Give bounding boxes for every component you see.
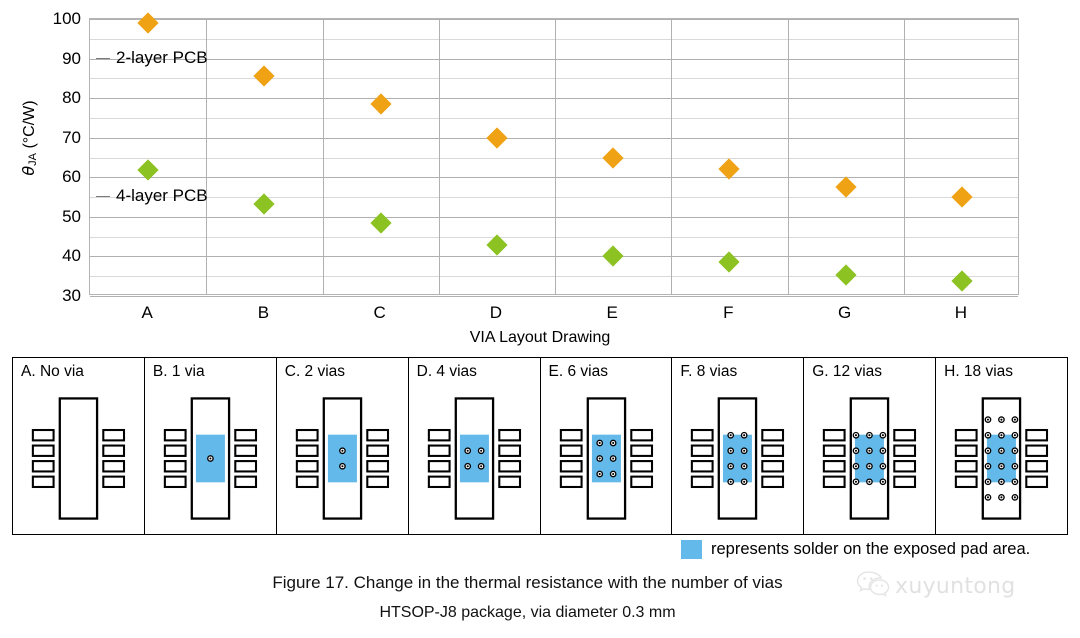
package-drawing bbox=[409, 386, 540, 531]
package-drawing bbox=[13, 386, 144, 531]
gridline-horizontal bbox=[90, 58, 1018, 60]
panel-title: G. 12 vias bbox=[812, 363, 883, 380]
x-axis-tick-label: B bbox=[257, 303, 270, 322]
gridline-horizontal bbox=[90, 296, 1018, 297]
y-axis-tick-label: 70 bbox=[62, 127, 81, 147]
solder-swatch-icon bbox=[681, 540, 702, 559]
via-layout-panel-strip: A. No via B. 1 via C. 2 vias D. 4 vias E. 6 … bbox=[12, 357, 1068, 535]
x-axis-tick-label: H bbox=[954, 303, 968, 322]
gridline-vertical bbox=[206, 19, 208, 294]
series-annotation-label: 2-layer PCB bbox=[116, 47, 208, 67]
x-axis-tick-label: C bbox=[373, 303, 386, 322]
gridline-horizontal bbox=[90, 38, 1018, 40]
package-drawing bbox=[145, 386, 276, 531]
x-axis-tick-label: F bbox=[723, 303, 734, 322]
x-axis-title: VIA Layout Drawing bbox=[469, 329, 611, 346]
panel-title: D. 4 vias bbox=[416, 363, 477, 380]
solder-legend-text: represents solder on the exposed pad are… bbox=[711, 540, 1031, 558]
gridline-horizontal bbox=[90, 197, 1018, 199]
gridline-horizontal bbox=[90, 157, 1018, 159]
gridline-vertical bbox=[903, 19, 905, 294]
figure-caption-line2: HTSOP-J8 package, via diameter 0.3 mm bbox=[379, 604, 676, 621]
solder-legend: represents solder on the exposed pad are… bbox=[681, 540, 1030, 559]
panel-title: A. No via bbox=[21, 363, 84, 380]
via-layout-panel-h: H. 18 vias bbox=[936, 358, 1067, 534]
x-axis-tick-label: A bbox=[141, 303, 153, 322]
package-drawing bbox=[804, 386, 935, 531]
panel-title: E. 6 vias bbox=[548, 363, 608, 380]
via-layout-panel-g: G. 12 vias bbox=[804, 358, 937, 534]
y-axis-tick-label: 90 bbox=[62, 48, 81, 68]
panel-title: B. 1 via bbox=[152, 363, 205, 380]
package-drawing bbox=[936, 386, 1067, 531]
figure-caption-line1: Figure 17. Change in the thermal resista… bbox=[272, 573, 783, 592]
package-drawing bbox=[277, 386, 408, 531]
via-layout-panel-a: A. No via bbox=[13, 358, 145, 534]
panel-title: F. 8 vias bbox=[680, 363, 738, 380]
gridline-vertical bbox=[322, 19, 324, 294]
y-axis-tick-label: 30 bbox=[62, 286, 81, 305]
watermark-text: xuyuntong bbox=[895, 574, 1016, 599]
annotation-leader-line bbox=[96, 196, 110, 198]
x-axis-tick-label: G bbox=[838, 303, 852, 322]
gridline-horizontal bbox=[90, 216, 1018, 218]
series-annotation-label: 4-layer PCB bbox=[116, 186, 208, 206]
wechat-icon bbox=[856, 570, 890, 603]
gridline-vertical bbox=[438, 19, 440, 294]
gridline-vertical bbox=[555, 19, 556, 294]
via-layout-panel-e: E. 6 vias bbox=[541, 358, 673, 534]
gridline-horizontal bbox=[90, 256, 1018, 258]
gridline-horizontal bbox=[90, 177, 1018, 179]
package-drawing bbox=[541, 386, 672, 531]
watermark: xuyuntong bbox=[856, 570, 1016, 603]
y-axis-tick-label: 80 bbox=[62, 88, 81, 108]
gridline-horizontal bbox=[90, 78, 1018, 80]
gridline-horizontal bbox=[90, 276, 1018, 278]
panel-title: H. 18 vias bbox=[944, 363, 1014, 380]
gridline-horizontal bbox=[90, 117, 1018, 119]
gridline-vertical bbox=[671, 19, 673, 294]
x-axis-tick-label: D bbox=[489, 303, 503, 322]
package-drawing bbox=[672, 386, 803, 531]
panel-title: C. 2 vias bbox=[284, 363, 346, 380]
annotation-leader-line bbox=[96, 57, 110, 59]
plot-area bbox=[89, 12, 1019, 297]
via-layout-panel-c: C. 2 vias bbox=[277, 358, 409, 534]
x-axis-tick-label: E bbox=[606, 303, 618, 322]
y-axis-tick-label: 50 bbox=[62, 206, 81, 226]
gridline-horizontal bbox=[90, 236, 1018, 238]
gridline-horizontal bbox=[90, 19, 1018, 20]
via-layout-panel-f: F. 8 vias bbox=[672, 358, 805, 534]
via-layout-panel-d: D. 4 vias bbox=[409, 358, 541, 534]
gridline-vertical bbox=[787, 19, 789, 294]
y-axis-tick-label: 40 bbox=[62, 246, 81, 266]
via-layout-panel-b: B. 1 via bbox=[145, 358, 277, 534]
y-axis-tick-label: 100 bbox=[52, 9, 81, 28]
gridline-horizontal bbox=[90, 98, 1018, 100]
gridline-horizontal bbox=[90, 137, 1018, 139]
theta-subscript: JA bbox=[27, 152, 39, 166]
y-axis-tick-label: 60 bbox=[62, 167, 81, 187]
